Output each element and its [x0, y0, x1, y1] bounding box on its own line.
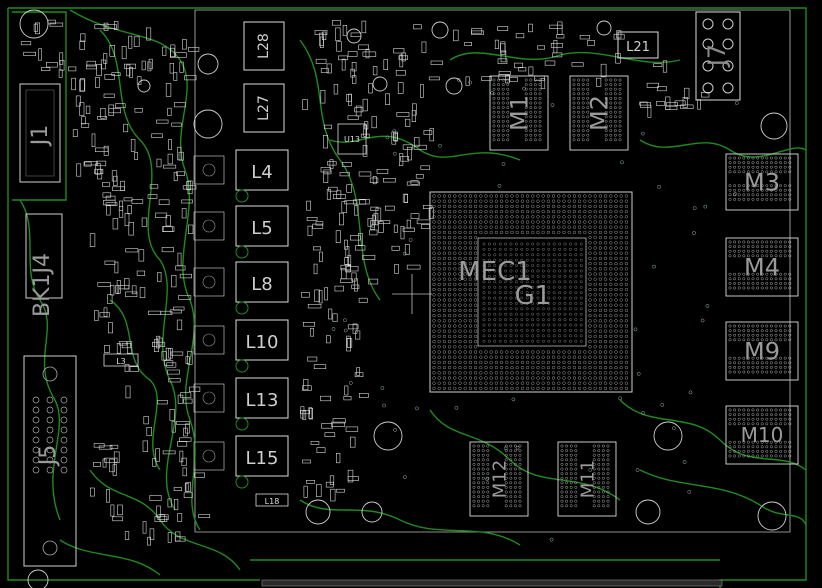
- memory-chip-m12: M12: [469, 441, 529, 517]
- label-bk1j4: BK1J4: [30, 253, 55, 317]
- memory-chip-m9: M9: [725, 321, 799, 381]
- label-j5: J5: [36, 445, 61, 468]
- inductor-l10: L10: [193, 319, 289, 373]
- inductor-l27: L27: [243, 83, 285, 133]
- label-l15: L15: [246, 448, 279, 469]
- connector-j5: J5: [23, 355, 77, 567]
- label-l27: L27: [256, 95, 272, 121]
- label-m2: M2: [585, 95, 613, 131]
- memory-chip-m11: M11: [557, 441, 617, 517]
- label-l21: L21: [626, 40, 650, 55]
- memory-chip-m2: M2: [569, 75, 629, 151]
- label-l18: L18: [265, 497, 280, 506]
- label-m9: M9: [744, 337, 780, 365]
- label-m3: M3: [744, 168, 780, 196]
- label-l8: L8: [251, 274, 272, 295]
- inductor-l13: L13: [193, 377, 289, 431]
- label-m10: M10: [741, 423, 784, 447]
- connector-bk1j4: BK1J4: [25, 213, 63, 317]
- inductor-l28: L28: [243, 21, 285, 71]
- label-l28: L28: [256, 33, 272, 59]
- connector-j7: J7: [695, 11, 741, 101]
- inductor-l5: L5: [193, 205, 289, 259]
- memory-chip-m4: M4: [725, 237, 799, 297]
- edge-connector: [261, 579, 723, 587]
- label-mec1: MEC1: [458, 257, 532, 287]
- misc-labels: L3 L18 U13: [103, 123, 367, 507]
- label-g1: G1: [515, 281, 552, 311]
- label-l13: L13: [246, 390, 279, 411]
- memory-chip-m10: M10: [725, 405, 799, 465]
- label-m4: M4: [744, 253, 780, 281]
- origin-crosshair: [392, 274, 432, 314]
- inductor-l8: L8: [193, 261, 289, 315]
- label-j1: J1: [28, 125, 53, 148]
- label-l10: L10: [246, 332, 279, 353]
- passive-components: [20, 19, 739, 546]
- connector-j1: J1: [19, 83, 61, 183]
- gpu-bga: MEC1 G1: [429, 191, 633, 393]
- mounting-holes: [19, 9, 788, 588]
- inductor-l4: L4: [193, 149, 289, 203]
- label-m11: M11: [577, 460, 598, 498]
- label-j7: J7: [703, 44, 731, 68]
- label-m1: M1: [505, 95, 533, 131]
- inductor-l15: L15: [193, 435, 289, 489]
- label-l5: L5: [251, 218, 272, 239]
- inductor-l21: L21: [617, 31, 659, 59]
- label-l4: L4: [251, 162, 272, 183]
- label-u13: U13: [344, 135, 360, 144]
- label-l3: L3: [116, 357, 126, 366]
- board-outline: [7, 7, 807, 588]
- memory-chip-m1: M1: [489, 75, 549, 151]
- label-m12: M12: [489, 460, 510, 498]
- memory-chip-m3: M3: [725, 153, 799, 211]
